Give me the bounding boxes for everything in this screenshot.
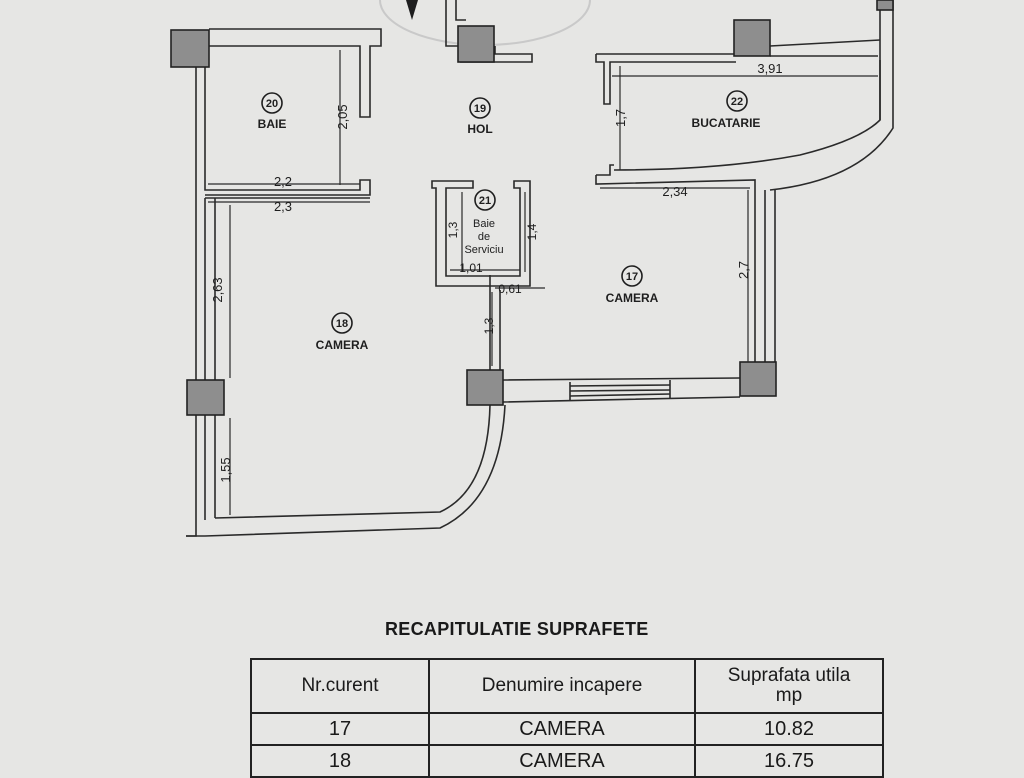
dim-bs-offset: 0,61 bbox=[498, 282, 522, 296]
dim-baie-width: 2,2 bbox=[274, 174, 292, 189]
header-denumire: Denumire incapere bbox=[428, 658, 696, 714]
walls-camera-17 bbox=[502, 377, 741, 403]
dimension-labels: 2,05 2,2 2,3 2,63 1,55 1,3 1,4 1,01 0,61… bbox=[210, 61, 783, 483]
cell-area: 10.82 bbox=[694, 712, 884, 746]
svg-text:17: 17 bbox=[626, 271, 638, 283]
area-summary-table: Nr.curent Denumire incapere Suprafata ut… bbox=[250, 658, 884, 778]
cell-name: CAMERA bbox=[428, 712, 696, 746]
north-arrow-icon bbox=[406, 0, 418, 20]
svg-text:20: 20 bbox=[266, 98, 278, 110]
table-header-row: Nr.curent Denumire incapere Suprafata ut… bbox=[250, 658, 884, 714]
svg-text:18: 18 bbox=[336, 318, 348, 330]
room-20-label: 20 BAIE bbox=[258, 92, 287, 131]
svg-text:BAIE: BAIE bbox=[258, 117, 287, 131]
cell-nr: 18 bbox=[250, 744, 430, 778]
cell-area: 16.75 bbox=[694, 744, 884, 778]
dim-passage-height: 1,3 bbox=[482, 317, 496, 334]
dim-bs-width: 1,01 bbox=[459, 261, 483, 275]
structural-columns bbox=[170, 0, 894, 416]
dim-camera18-lower: 1,55 bbox=[218, 457, 233, 482]
dim-camera17-height: 2,7 bbox=[736, 261, 751, 279]
svg-text:HOL: HOL bbox=[467, 122, 492, 136]
table-row: 17 CAMERA 10.82 bbox=[250, 712, 884, 746]
svg-text:21: 21 bbox=[479, 195, 491, 207]
dim-camera18-width: 2,3 bbox=[274, 199, 292, 214]
svg-text:CAMERA: CAMERA bbox=[316, 338, 369, 352]
room-21-label: 21 Baie de Serviciu bbox=[464, 189, 504, 256]
dim-bucatarie-height: 1,7 bbox=[613, 109, 628, 127]
svg-text:22: 22 bbox=[731, 96, 743, 108]
dim-baie-height: 2,05 bbox=[335, 104, 350, 129]
walls-baie-serviciu bbox=[431, 180, 531, 287]
dim-bucatarie-width: 3,91 bbox=[757, 61, 782, 76]
walls-camera-18 bbox=[186, 197, 506, 537]
room-22-label: 22 BUCATARIE bbox=[692, 90, 761, 130]
dimension-lines bbox=[208, 50, 878, 515]
header-nr-curent: Nr.curent bbox=[250, 658, 430, 714]
dim-camera18-upper: 2,63 bbox=[210, 277, 225, 302]
room-18-label: 18 CAMERA bbox=[316, 312, 369, 352]
dim-camera17-width: 2,34 bbox=[662, 184, 687, 199]
dim-bs-right: 1,4 bbox=[525, 223, 539, 240]
svg-text:de: de bbox=[478, 231, 490, 243]
svg-text:Serviciu: Serviciu bbox=[464, 244, 503, 256]
dim-bs-left: 1,3 bbox=[446, 221, 460, 238]
walls-hol bbox=[445, 0, 881, 105]
room-17-label: 17 CAMERA bbox=[606, 265, 659, 305]
svg-text:Baie: Baie bbox=[473, 218, 495, 230]
svg-text:19: 19 bbox=[474, 103, 486, 115]
room-19-label: 19 HOL bbox=[467, 97, 493, 136]
table-row: 18 CAMERA 16.75 bbox=[250, 744, 884, 778]
cell-nr: 17 bbox=[250, 712, 430, 746]
walls-bucatarie bbox=[595, 0, 894, 395]
summary-title: RECAPITULATIE SUPRAFETE bbox=[385, 619, 649, 639]
svg-text:BUCATARIE: BUCATARIE bbox=[692, 116, 761, 130]
cell-name: CAMERA bbox=[428, 744, 696, 778]
svg-text:CAMERA: CAMERA bbox=[606, 291, 659, 305]
